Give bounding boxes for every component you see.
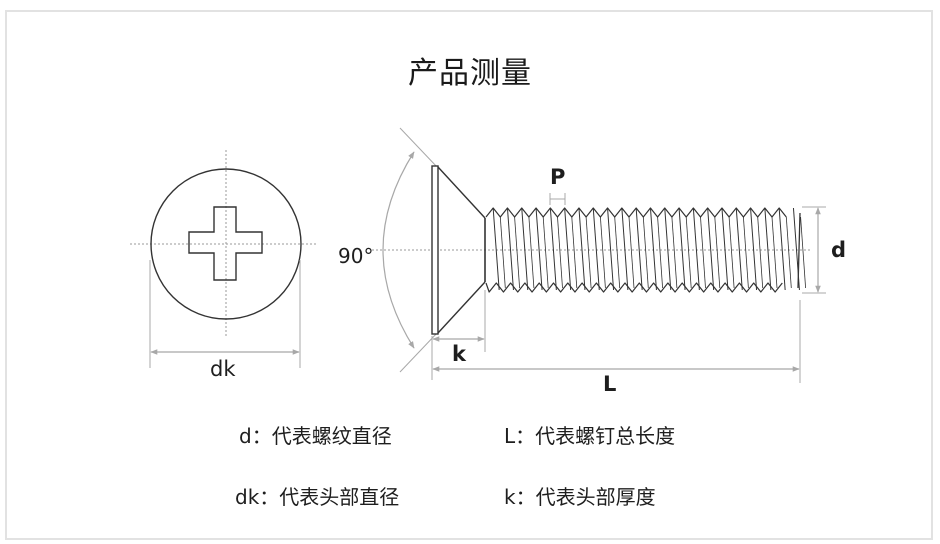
- thread-crest-line: [692, 207, 700, 291]
- thread-crest-line: [592, 207, 600, 291]
- legend-text: 代表头部直径: [279, 485, 400, 509]
- legend-separator: ：: [251, 424, 272, 448]
- legend-item-k: k：代表头部厚度: [504, 481, 656, 510]
- head-cone-top: [437, 166, 486, 219]
- thread-root-line: [714, 216, 721, 289]
- k-label: k: [452, 342, 466, 366]
- thread-root-line: [642, 216, 649, 289]
- angle-label: 90°: [338, 244, 374, 268]
- head-outline-circle: [150, 168, 302, 320]
- legend-separator: ：: [515, 485, 536, 509]
- thread-root-line: [700, 216, 706, 289]
- thread-root-line: [728, 216, 735, 289]
- thread-crest-line: [778, 207, 786, 291]
- thread-root-line: [557, 216, 563, 289]
- thread-crest-line: [492, 207, 500, 291]
- screw-side-view: [372, 127, 826, 383]
- thread-root-line: [514, 216, 520, 289]
- thread-root-line: [757, 216, 764, 289]
- thread-crest-line: [578, 207, 586, 291]
- thread-root-line: [614, 216, 621, 289]
- pitch-label: P: [550, 165, 566, 189]
- thread-root-line: [800, 216, 806, 289]
- thread-root-line: [499, 216, 506, 289]
- thread-root-line: [600, 216, 606, 289]
- thread-crest-line: [764, 207, 772, 291]
- thread-root-line: [685, 216, 692, 289]
- dk-label: dk: [210, 357, 236, 381]
- page-title: 产品测量: [408, 56, 532, 91]
- legend-item-dk: dk：代表头部直径: [235, 481, 399, 510]
- thread-crest-line: [521, 207, 529, 291]
- legend-symbol: d: [239, 424, 252, 448]
- legend-symbol: L: [504, 424, 516, 448]
- head-cone-bottom: [437, 281, 486, 334]
- angle-line-top: [399, 127, 439, 169]
- d-label: d: [831, 238, 847, 262]
- thread-root-line: [542, 216, 549, 289]
- thread-crest-line: [664, 207, 672, 291]
- thread-root-line: [771, 216, 778, 289]
- legend-separator: ：: [259, 485, 280, 509]
- thread-crest-line: [621, 207, 629, 291]
- thread-end-line: [797, 212, 801, 289]
- thread-crest-line: [707, 207, 715, 291]
- thread-crest-line: [721, 207, 729, 291]
- legend-symbol: k: [504, 485, 516, 509]
- thread-root-line: [571, 216, 578, 289]
- thread-crest-line: [635, 207, 643, 291]
- thread-root-line: [785, 216, 792, 289]
- head-plate: [431, 165, 439, 335]
- thread-crest-line: [564, 207, 572, 291]
- thread-section: [485, 207, 806, 293]
- phillips-cross-recess: [188, 206, 263, 281]
- legend-item-d: d：代表螺纹直径: [239, 420, 392, 449]
- thread-crest-line: [607, 207, 615, 291]
- legend-text: 代表螺钉总长度: [535, 424, 676, 448]
- head-top-view: [130, 150, 318, 368]
- thread-root-line: [657, 216, 663, 289]
- l-label: L: [603, 372, 617, 396]
- thread-crest-line: [506, 207, 514, 291]
- angle-arc: [382, 151, 415, 349]
- legend-text: 代表头部厚度: [535, 485, 656, 509]
- legend-symbol: dk: [235, 485, 260, 509]
- thread-crest-line: [535, 207, 543, 291]
- thread-crest-line: [750, 207, 758, 291]
- legend-separator: ：: [515, 424, 536, 448]
- thread-root-line: [743, 216, 749, 289]
- thread-root-line: [528, 216, 535, 289]
- diagram-frame: [5, 10, 933, 540]
- thread-crest-line: [649, 207, 657, 291]
- thread-crest-line: [678, 207, 686, 291]
- legend-text: 代表螺纹直径: [271, 424, 392, 448]
- thread-root-line: [585, 216, 592, 289]
- thread-crest-line: [735, 207, 743, 291]
- thread-crest-line: [549, 207, 557, 291]
- thread-root-line: [628, 216, 635, 289]
- thread-bottom-profile: [485, 282, 783, 293]
- thread-root-line: [671, 216, 678, 289]
- legend-item-l: L：代表螺钉总长度: [504, 420, 675, 449]
